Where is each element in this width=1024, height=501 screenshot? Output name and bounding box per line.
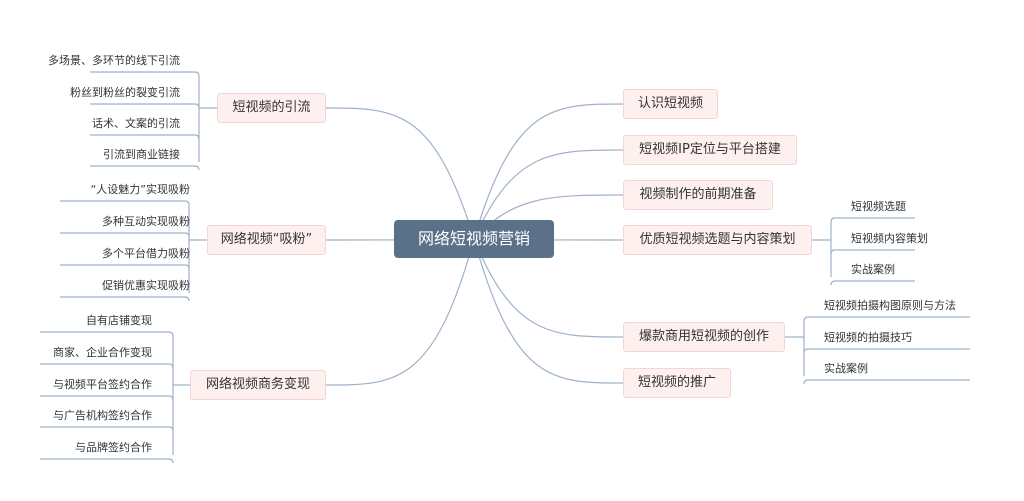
subtopic-business-cooperation[interactable]: 商家、企业合作变现 [53, 346, 152, 359]
subtopic-interaction-fans[interactable]: 多种互动实现吸粉 [102, 215, 190, 228]
bracket-left-1-underline-2 [60, 264, 190, 270]
bracket-right-3-underline-2 [830, 280, 915, 286]
subtopic-composition-principles[interactable]: 短视频拍摄构图原则与方法 [824, 299, 956, 312]
topic-promotion[interactable]: 短视频的推广 [623, 368, 731, 398]
subtopic-case-study-2[interactable]: 实战案例 [824, 362, 868, 375]
bracket-left-2-underline-0 [40, 331, 174, 337]
bracket-left-2-underline-2 [40, 395, 174, 401]
bracket-right-3-underline-1 [830, 249, 915, 255]
topic-commerce-monetization[interactable]: 网络视频商务变现 [190, 370, 326, 400]
central-topic[interactable]: 网络短视频营销 [394, 220, 554, 258]
connector-left-2 [325, 238, 475, 386]
connector-right-1 [473, 149, 624, 240]
connector-left-0 [325, 107, 475, 240]
topic-video-fans[interactable]: 网络视频“吸粉” [207, 225, 326, 255]
subtopic-copywriting-traffic[interactable]: 话术、文案的引流 [92, 117, 180, 130]
subtopic-own-store[interactable]: 自有店铺变现 [86, 314, 152, 327]
subtopic-brand-contract[interactable]: 与品牌签约合作 [75, 441, 152, 454]
bracket-left-2-underline-1 [40, 363, 174, 369]
subtopic-fission-traffic[interactable]: 粉丝到粉丝的裂变引流 [70, 86, 180, 99]
bracket-right-4-underline-2 [803, 379, 970, 385]
topic-quality-content[interactable]: 优质短视频选题与内容策划 [623, 225, 812, 255]
subtopic-persona-fans[interactable]: “人设魅力”实现吸粉 [90, 183, 190, 196]
connector-right-0 [473, 103, 624, 240]
connector-right-4 [473, 238, 624, 338]
bracket-left-1-underline-3 [60, 296, 190, 302]
bracket-left-0-underline-1 [90, 103, 200, 109]
bracket-left-2-underline-4 [40, 458, 174, 464]
topic-pre-production[interactable]: 视频制作的前期准备 [623, 180, 773, 210]
topic-ip-positioning[interactable]: 短视频IP定位与平台搭建 [623, 135, 797, 165]
bracket-right-3-underline-0 [830, 217, 915, 223]
bracket-left-0-underline-0 [90, 71, 200, 77]
bracket-left-0-underline-3 [90, 165, 200, 171]
subtopic-case-study-1[interactable]: 实战案例 [851, 263, 895, 276]
subtopic-content-planning[interactable]: 短视频内容策划 [851, 232, 928, 245]
subtopic-ad-agency-contract[interactable]: 与广告机构签约合作 [53, 409, 152, 422]
bracket-right-4-underline-1 [803, 348, 970, 354]
bracket-right-4-underline-0 [803, 316, 970, 322]
subtopic-commerce-link[interactable]: 引流到商业链接 [103, 148, 180, 161]
subtopic-topic-selection[interactable]: 短视频选题 [851, 200, 906, 213]
topic-hit-commercial-creation[interactable]: 爆款商用短视频的创作 [623, 322, 785, 352]
subtopic-shooting-skills[interactable]: 短视频的拍摄技巧 [824, 331, 912, 344]
connector-right-5 [473, 238, 624, 384]
subtopic-platform-contract[interactable]: 与视频平台签约合作 [53, 378, 152, 391]
subtopic-offline-traffic[interactable]: 多场景、多环节的线下引流 [48, 54, 180, 67]
topic-know-short-video[interactable]: 认识短视频 [623, 89, 718, 119]
bracket-left-1-underline-0 [60, 200, 190, 206]
subtopic-promotion-fans[interactable]: 促销优惠实现吸粉 [102, 279, 190, 292]
topic-short-video-traffic[interactable]: 短视频的引流 [217, 93, 326, 123]
bracket-left-2-underline-3 [40, 426, 174, 432]
subtopic-platform-fans[interactable]: 多个平台借力吸粉 [102, 247, 190, 260]
bracket-left-1-underline-1 [60, 232, 190, 238]
bracket-left-0-underline-2 [90, 134, 200, 140]
